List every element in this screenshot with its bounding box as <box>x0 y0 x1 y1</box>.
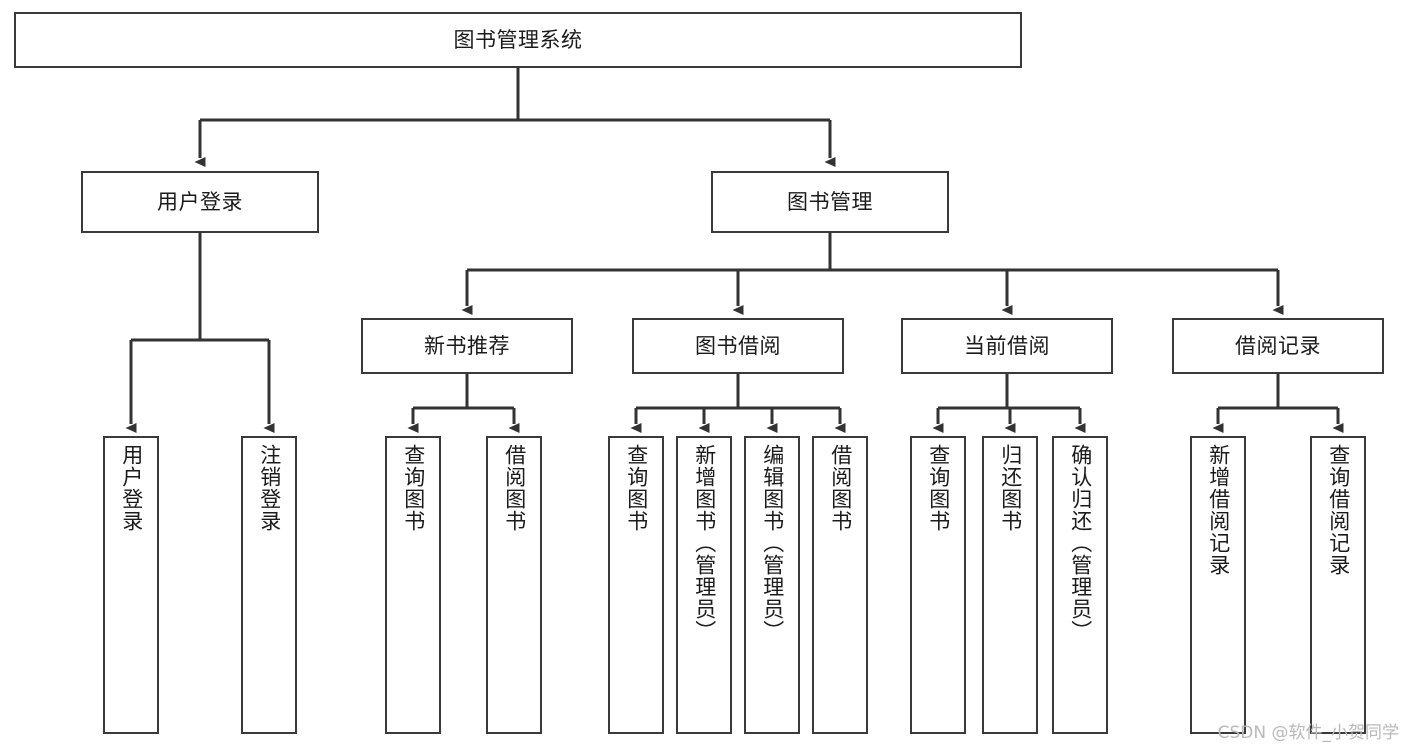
node-label: 借阅图书 <box>502 444 527 532</box>
node-leaf-user-login[interactable]: 用户登录 <box>103 436 159 734</box>
connector-newbook-to-leaves <box>407 374 520 433</box>
node-new-book-recommend[interactable]: 新书推荐 <box>361 318 573 374</box>
node-leaf-query-book-1[interactable]: 查询图书 <box>385 436 441 734</box>
node-leaf-add-borrow-record[interactable]: 新增借阅记录 <box>1190 436 1246 734</box>
connector-bookmanage-to-level3 <box>461 233 1284 315</box>
csdn-watermark: CSDN @软件_小贺同学 <box>1217 723 1399 743</box>
node-label: 查询借阅记录 <box>1326 444 1351 576</box>
node-borrow-record[interactable]: 借阅记录 <box>1172 318 1384 374</box>
connector-userlogin-to-leaves <box>125 233 275 433</box>
node-book-borrow[interactable]: 图书借阅 <box>632 318 844 374</box>
node-root-system[interactable]: 图书管理系统 <box>14 12 1022 68</box>
node-label: 借阅图书 <box>828 444 853 532</box>
node-label: 新书推荐 <box>424 333 510 358</box>
node-label: 查询图书 <box>624 444 649 532</box>
node-leaf-query-borrow-record[interactable]: 查询借阅记录 <box>1310 436 1366 734</box>
node-leaf-confirm-return-admin[interactable]: 确认归还（管理员） <box>1052 436 1108 734</box>
connector-currentborrow-to-leaves <box>932 374 1086 433</box>
node-leaf-borrow-book-2[interactable]: 借阅图书 <box>812 436 868 734</box>
node-book-manage[interactable]: 图书管理 <box>711 171 949 233</box>
node-label: 借阅记录 <box>1235 333 1321 358</box>
node-leaf-return-book[interactable]: 归还图书 <box>982 436 1038 734</box>
node-label: 图书借阅 <box>695 333 781 358</box>
node-user-login[interactable]: 用户登录 <box>81 171 319 233</box>
node-leaf-borrow-book-1[interactable]: 借阅图书 <box>486 436 542 734</box>
node-label: 当前借阅 <box>964 333 1050 358</box>
node-label: 确认归还（管理员） <box>1068 444 1093 642</box>
node-label: 注销登录 <box>257 444 282 532</box>
node-label: 新增借阅记录 <box>1206 444 1231 576</box>
connector-borrowrecord-to-leaves <box>1212 374 1344 433</box>
node-label: 图书管理 <box>787 189 873 214</box>
node-leaf-add-book-admin[interactable]: 新增图书（管理员） <box>676 436 732 734</box>
node-current-borrow[interactable]: 当前借阅 <box>901 318 1113 374</box>
connector-bookborrow-to-leaves <box>630 374 846 433</box>
node-leaf-query-book-3[interactable]: 查询图书 <box>910 436 966 734</box>
node-label: 归还图书 <box>998 444 1023 532</box>
node-leaf-query-book-2[interactable]: 查询图书 <box>608 436 664 734</box>
node-label: 编辑图书（管理员） <box>760 444 785 642</box>
connector-root-to-level2 <box>194 68 836 167</box>
node-leaf-logout[interactable]: 注销登录 <box>241 436 297 734</box>
node-label: 用户登录 <box>157 189 243 214</box>
node-leaf-edit-book-admin[interactable]: 编辑图书（管理员） <box>744 436 800 734</box>
node-label: 查询图书 <box>926 444 951 532</box>
node-label: 用户登录 <box>119 444 144 532</box>
node-label: 图书管理系统 <box>453 27 583 52</box>
node-label: 新增图书（管理员） <box>692 444 717 642</box>
node-label: 查询图书 <box>401 444 426 532</box>
